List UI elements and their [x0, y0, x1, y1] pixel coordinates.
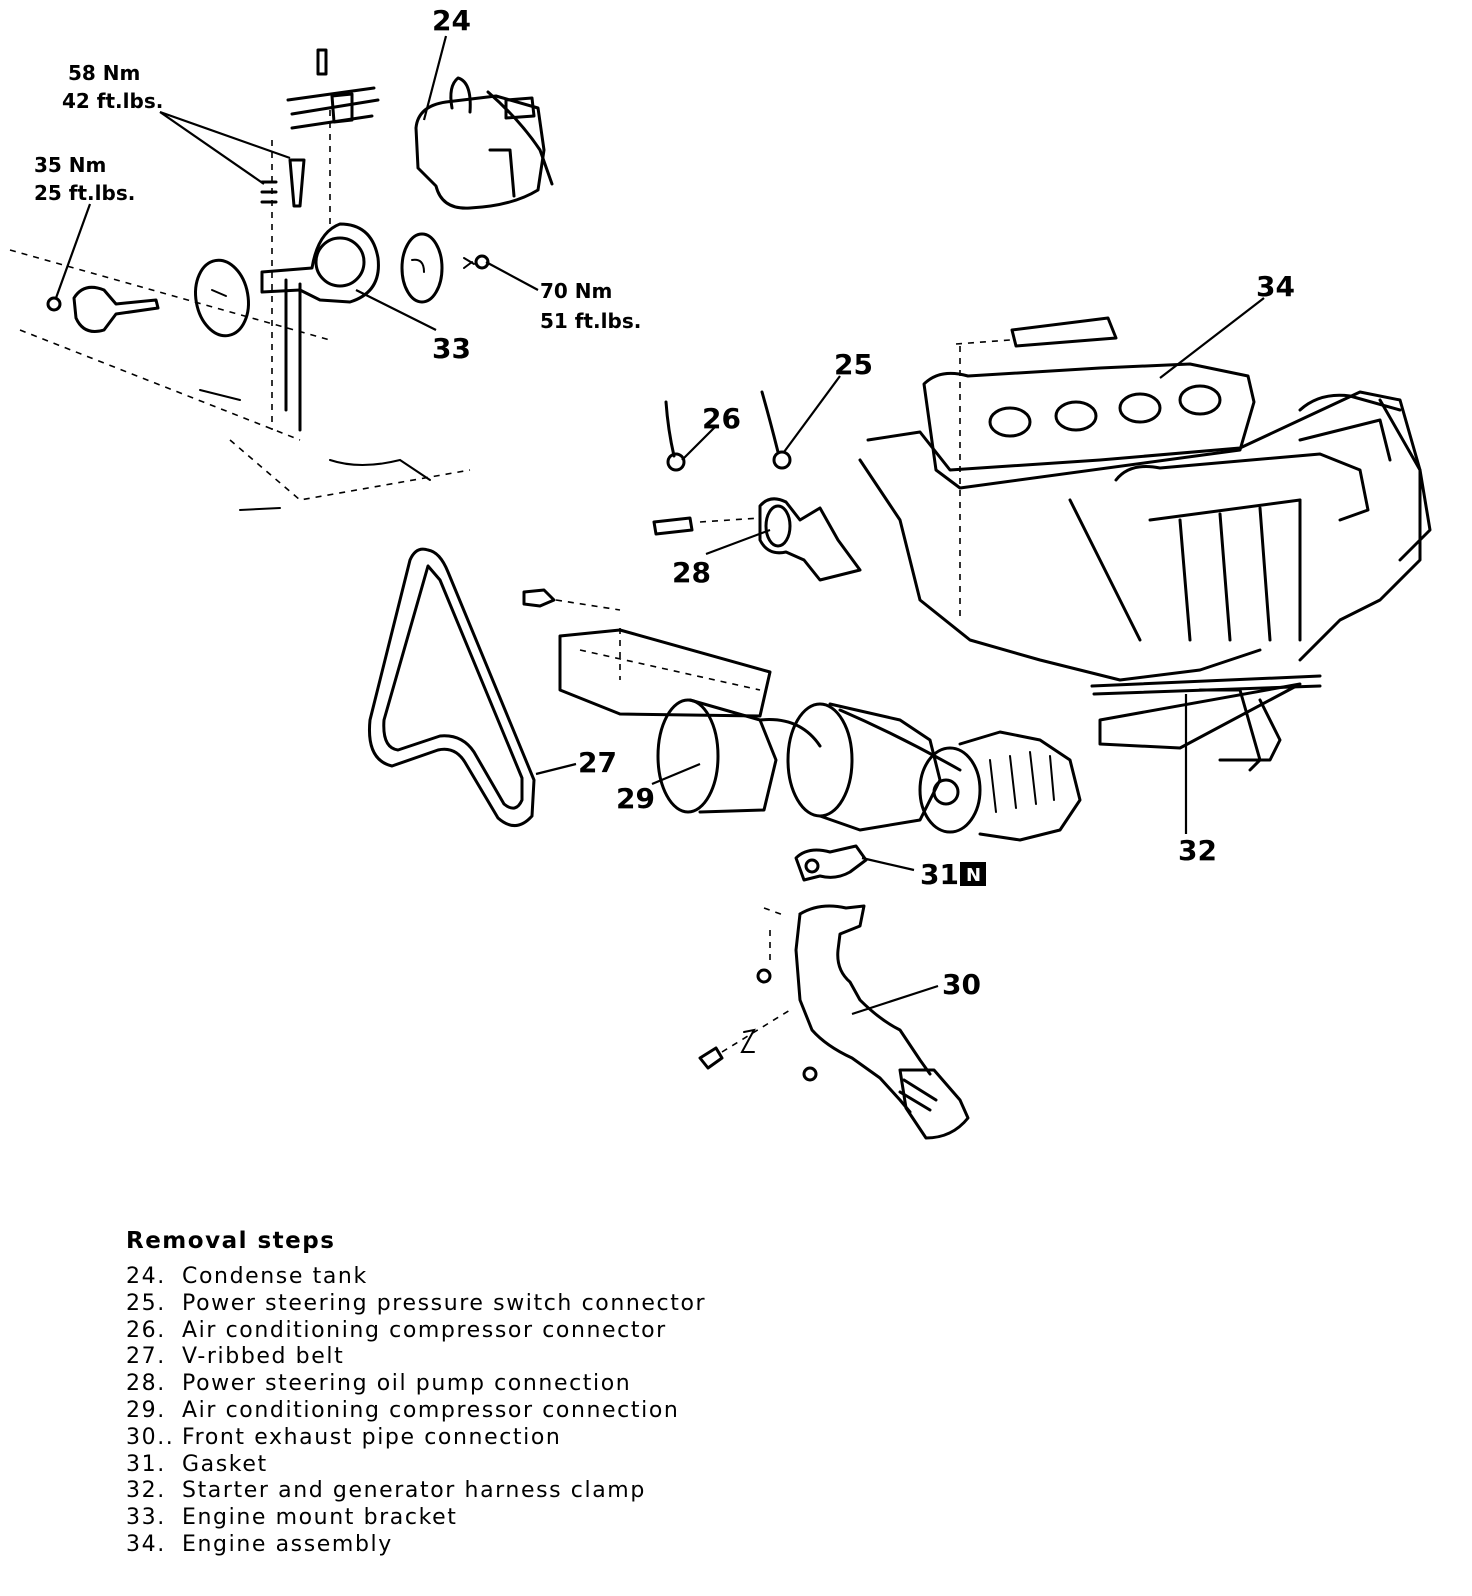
removal-steps-list: 24. Condense tank 25. Power steering press… [126, 1264, 706, 1559]
step-text: Front exhaust pipe connection [182, 1424, 562, 1450]
list-item: 29. Air conditioning compressor connectio… [126, 1398, 706, 1425]
new-part-badge-label: N [966, 865, 981, 886]
new-part-badge [960, 862, 986, 886]
list-item: 30.. Front exhaust pipe connection [126, 1425, 706, 1452]
exhaust-pipe-assembly [698, 844, 970, 1140]
callout-29: 29 [616, 782, 655, 815]
step-text: Power steering pressure switch connector [182, 1290, 707, 1316]
list-item: 34. Engine assembly [126, 1532, 706, 1559]
step-text: V-ribbed belt [182, 1344, 345, 1370]
callout-30: 30 [942, 968, 981, 1001]
callout-33: 33 [432, 332, 471, 365]
condense-tank [414, 76, 554, 210]
step-number: 29. [126, 1397, 166, 1423]
torque-51-ftlbs: 51 ft.lbs. [540, 309, 641, 333]
callout-26: 26 [702, 402, 741, 435]
removal-steps: Removal steps 24. Condense tank 25. Power … [126, 1228, 706, 1559]
callout-32: 32 [1178, 834, 1217, 867]
leader-lines [54, 35, 1265, 1016]
step-number: 32. [126, 1478, 166, 1504]
step-number: 31. [126, 1451, 166, 1477]
step-text: Condense tank [182, 1264, 368, 1289]
step-number: 33. [126, 1505, 166, 1531]
step-text: Starter and generator harness clamp [182, 1478, 646, 1504]
list-item: 27. V-ribbed belt [126, 1344, 706, 1371]
step-text: Gasket [182, 1451, 268, 1477]
callout-24: 24 [432, 4, 471, 37]
torque-35-nm: 35 Nm [34, 153, 106, 177]
step-number: 34. [126, 1531, 166, 1557]
step-number: 26. [126, 1317, 166, 1343]
list-item: 31. Gasket [126, 1452, 706, 1479]
step-text: Air conditioning compressor connection [182, 1397, 680, 1423]
step-text: Engine assembly [182, 1531, 393, 1557]
engine-mount-assembly [9, 48, 490, 511]
callout-25: 25 [834, 348, 873, 381]
step-number: 27. [126, 1344, 166, 1370]
torque-58-nm: 58 Nm [68, 61, 140, 85]
step-number: 24. [126, 1264, 166, 1289]
step-number: 25. [126, 1290, 166, 1316]
callout-28: 28 [672, 556, 711, 589]
torque-70-nm: 70 Nm [540, 279, 612, 303]
list-item: 25. Power steering pressure switch connec… [126, 1291, 706, 1318]
v-ribbed-belt [367, 547, 536, 827]
callout-31: 31 [920, 858, 959, 891]
list-item: 26. Air conditioning compressor connector [126, 1318, 706, 1345]
callout-34: 34 [1256, 270, 1295, 303]
step-number: 28. [126, 1371, 166, 1397]
engine-removal-diagram: 24 25 26 27 28 29 30 31 N 32 33 34 58 Nm… [9, 4, 1432, 1140]
removal-steps-title: Removal steps [126, 1228, 336, 1254]
step-text: Air conditioning compressor connector [182, 1317, 667, 1343]
list-item: 28. Power steering oil pump connection [126, 1371, 706, 1398]
torque-42-ftlbs: 42 ft.lbs. [62, 89, 163, 113]
list-item: 24. Condense tank [126, 1264, 706, 1291]
torque-25-ftlbs: 25 ft.lbs. [34, 181, 135, 205]
compressor-generator [558, 628, 1082, 842]
step-number: 30.. [126, 1424, 175, 1450]
engine-block [858, 316, 1432, 772]
list-item: 32. Starter and generator harness clamp [126, 1478, 706, 1505]
step-text: Engine mount bracket [182, 1505, 458, 1531]
callout-27: 27 [578, 746, 617, 779]
pump-connections [522, 390, 862, 611]
list-item: 33. Engine mount bracket [126, 1505, 706, 1532]
step-text: Power steering oil pump connection [182, 1371, 632, 1397]
